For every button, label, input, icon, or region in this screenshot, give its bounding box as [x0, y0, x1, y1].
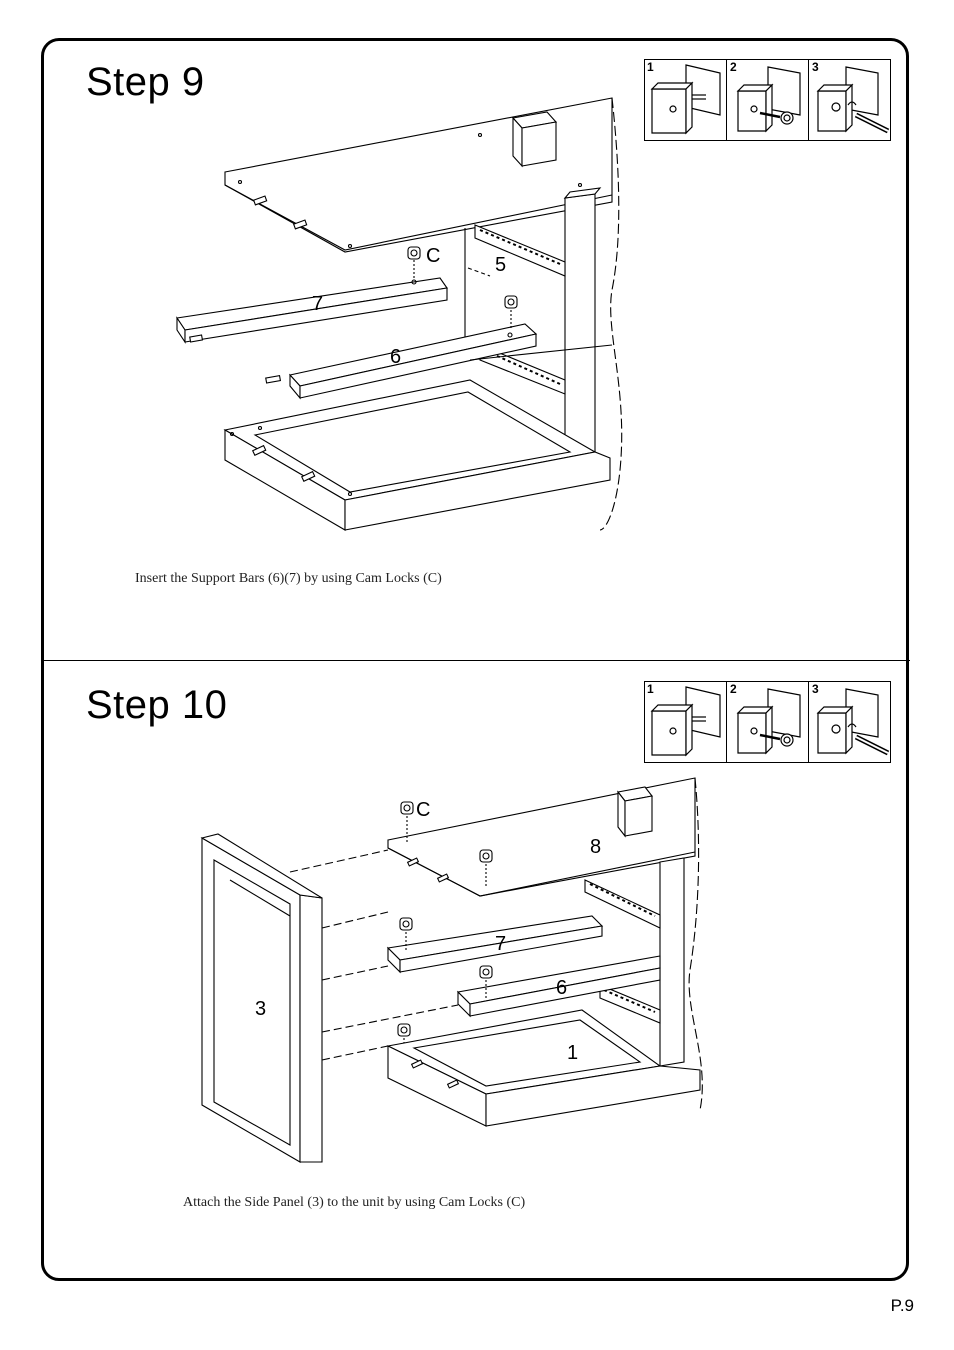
- step9-title: Step 9: [86, 60, 205, 104]
- drawer-slide-lower: [599, 984, 661, 1024]
- page-frame: [41, 38, 909, 1281]
- page-number: P.9: [890, 1296, 914, 1315]
- step10-assembly-diagram: C 8 7 6 3 1: [200, 777, 703, 1163]
- guide-step-2: 2: [730, 60, 737, 74]
- alignment-lines: [289, 849, 459, 1061]
- top-fixture: [511, 111, 558, 168]
- cutaway-line: [688, 777, 703, 1111]
- step-divider: [42, 660, 910, 661]
- step10-caption: Attach the Side Panel (3) to the unit by…: [183, 1195, 526, 1210]
- label-bar-7: 7: [495, 933, 506, 955]
- label-bar-6: 6: [556, 977, 567, 999]
- guide-step-2: 2: [730, 682, 737, 696]
- label-bar-7: 7: [312, 293, 323, 315]
- step10-title: Step 10: [86, 683, 228, 727]
- guide-panel-2-icon: [736, 688, 801, 755]
- guide-step-1: 1: [647, 682, 654, 696]
- drawer-slide-upper: [584, 879, 661, 929]
- guide-panel-1-icon: [650, 64, 721, 135]
- guide-step-1: 1: [647, 60, 654, 74]
- right-frame-post: [659, 857, 685, 1067]
- guide-panel-3-icon: [816, 688, 890, 756]
- side-panel-3: [200, 833, 323, 1163]
- step10-cam-lock-guide: 1 2 3: [644, 681, 891, 763]
- cam-lock-icon: [407, 246, 518, 330]
- step9-assembly-diagram: C 5 7 6: [176, 97, 623, 531]
- label-panel-5: 5: [495, 254, 506, 276]
- step9-cam-lock-guide: 1 2 3: [644, 59, 891, 141]
- top-fixture: [617, 786, 653, 838]
- drawer-slide-upper: [474, 224, 566, 277]
- label-panel-8: 8: [590, 836, 601, 858]
- guide-step-3: 3: [812, 60, 819, 74]
- label-cam-lock: C: [416, 799, 430, 821]
- cutaway-line: [599, 97, 623, 531]
- label-cam-lock: C: [426, 245, 440, 267]
- label-panel-3: 3: [255, 998, 266, 1020]
- guide-step-3: 3: [812, 682, 819, 696]
- step9-caption: Insert the Support Bars (6)(7) by using …: [135, 571, 442, 586]
- guide-panel-3-icon: [816, 66, 890, 134]
- guide-panel-1-icon: [650, 686, 721, 757]
- dowel-pins: [237, 132, 583, 249]
- right-frame-post: [564, 193, 596, 457]
- label-panel-1: 1: [567, 1042, 578, 1064]
- guide-panel-2-icon: [736, 66, 801, 133]
- label-bar-6: 6: [390, 346, 401, 368]
